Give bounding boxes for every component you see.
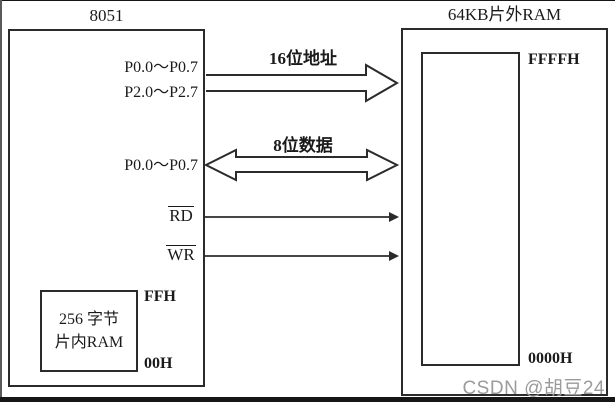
internal-ram-size: 256 字节: [58, 310, 119, 328]
rd-arrowhead: [389, 212, 399, 222]
external-ram-title: 64KB片外RAM: [447, 5, 562, 24]
external-ram-bottom-address: 0000H: [528, 350, 573, 367]
data-bus-label: 8位数据: [273, 136, 333, 155]
port-label-p2-address: P2.0～P2.7: [124, 84, 198, 101]
internal-ram-name: 片内RAM: [54, 334, 124, 351]
internal-ram-box: 256 字节 片内RAM: [40, 290, 138, 372]
address-bus-arrow: [206, 63, 399, 103]
wr-arrowhead: [389, 251, 399, 261]
external-ram-address-column: [421, 52, 520, 366]
rd-overline-text: RD: [168, 206, 194, 225]
read-signal-label: RD: [158, 206, 204, 226]
frame-left-edge: [0, 0, 2, 402]
internal-ram-top-address: FFH: [144, 288, 176, 305]
csdn-watermark: CSDN @胡豆24: [462, 378, 605, 399]
external-ram-top-address: FFFFH: [528, 51, 580, 68]
frame-top-edge: [0, 0, 615, 1]
port-label-p0-address: P0.0～P0.7: [124, 59, 198, 76]
frame-bottom-edge: [0, 397, 615, 402]
wr-overline-text: WR: [166, 245, 196, 264]
internal-ram-bottom-address: 00H: [144, 355, 173, 372]
port-label-p0-data: P0.0～P0.7: [124, 157, 198, 174]
mcu-title: 8051: [89, 6, 124, 25]
address-bus-label: 16位地址: [269, 49, 337, 68]
write-signal-label: WR: [158, 245, 204, 265]
